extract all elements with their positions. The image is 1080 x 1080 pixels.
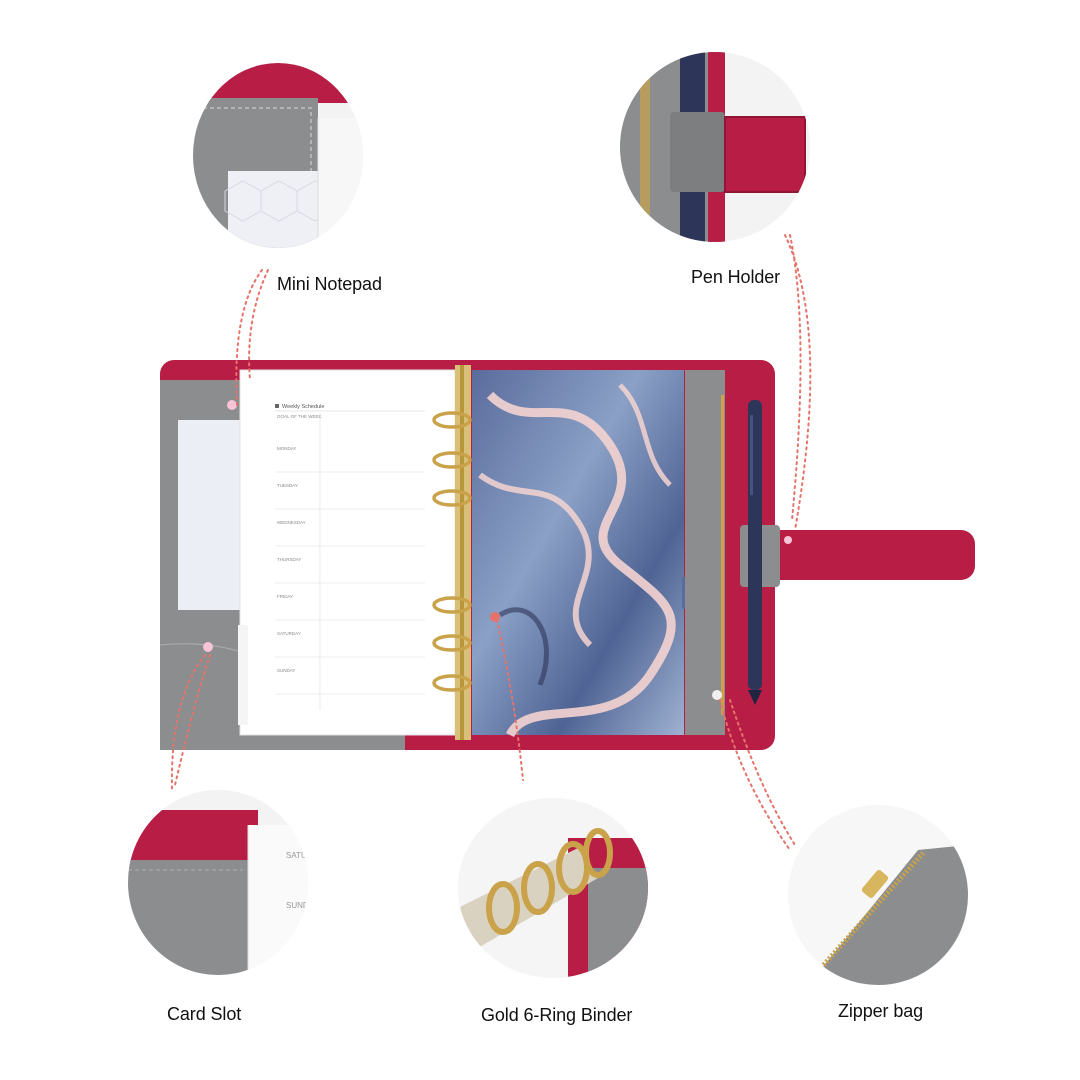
mini-notepad-label: Mini Notepad [277, 274, 382, 294]
gold-ring [432, 451, 472, 469]
gold-ring-binder-callout [458, 798, 648, 978]
weekly-schedule-page [239, 369, 456, 736]
planner-photo: Weekly Schedule GOAL OF THE WEEK MONDAY T… [150, 355, 980, 755]
pen-holder-callout [620, 52, 810, 242]
day-label: SUNDAY [277, 668, 295, 673]
zipper-bag-callout [788, 805, 968, 985]
day-label: FRIDAY [277, 594, 293, 599]
sheet-title: Weekly Schedule [282, 404, 324, 410]
zipper-bag-photo [788, 805, 968, 985]
gold-ring [432, 411, 472, 429]
zipper-bag-label: Zipper bag [838, 1001, 924, 1021]
gold-rings [432, 411, 472, 692]
day-label: WEDNESDAY [277, 520, 306, 525]
gold-ring [432, 489, 472, 507]
day-rows: MONDAY TUESDAY WEDNESDAY THURSDAY FRIDAY SATU… [275, 446, 425, 695]
gold-ring-binder-label: Gold 6-Ring Binder [481, 1005, 633, 1025]
gold-ring [432, 634, 472, 652]
gold-ring-binder-photo [458, 798, 648, 978]
card-slot-text-2: SUND [286, 901, 308, 910]
marble-divider [472, 370, 684, 735]
card-slot-label: Card Slot [167, 1004, 242, 1024]
card-slot-callout: SATU SUND [128, 790, 308, 975]
pen-holder-photo [620, 52, 810, 242]
day-label: MONDAY [277, 446, 296, 451]
day-label: TUESDAY [277, 483, 298, 488]
strap [750, 530, 975, 580]
pen-holder-label: Pen Holder [691, 267, 781, 287]
gold-ring [432, 674, 472, 692]
mini-notepad-photo [193, 63, 363, 248]
day-label: SATURDAY [277, 631, 301, 636]
mini-notepad-callout [193, 63, 363, 248]
gold-ring [432, 596, 472, 614]
day-label: THURSDAY [277, 557, 301, 562]
sheet-subtitle: GOAL OF THE WEEK [277, 414, 322, 419]
card-slot-text-1: SATU [286, 851, 307, 860]
card-slot-photo: SATU SUND [128, 790, 308, 975]
zipper-pocket [685, 370, 725, 735]
